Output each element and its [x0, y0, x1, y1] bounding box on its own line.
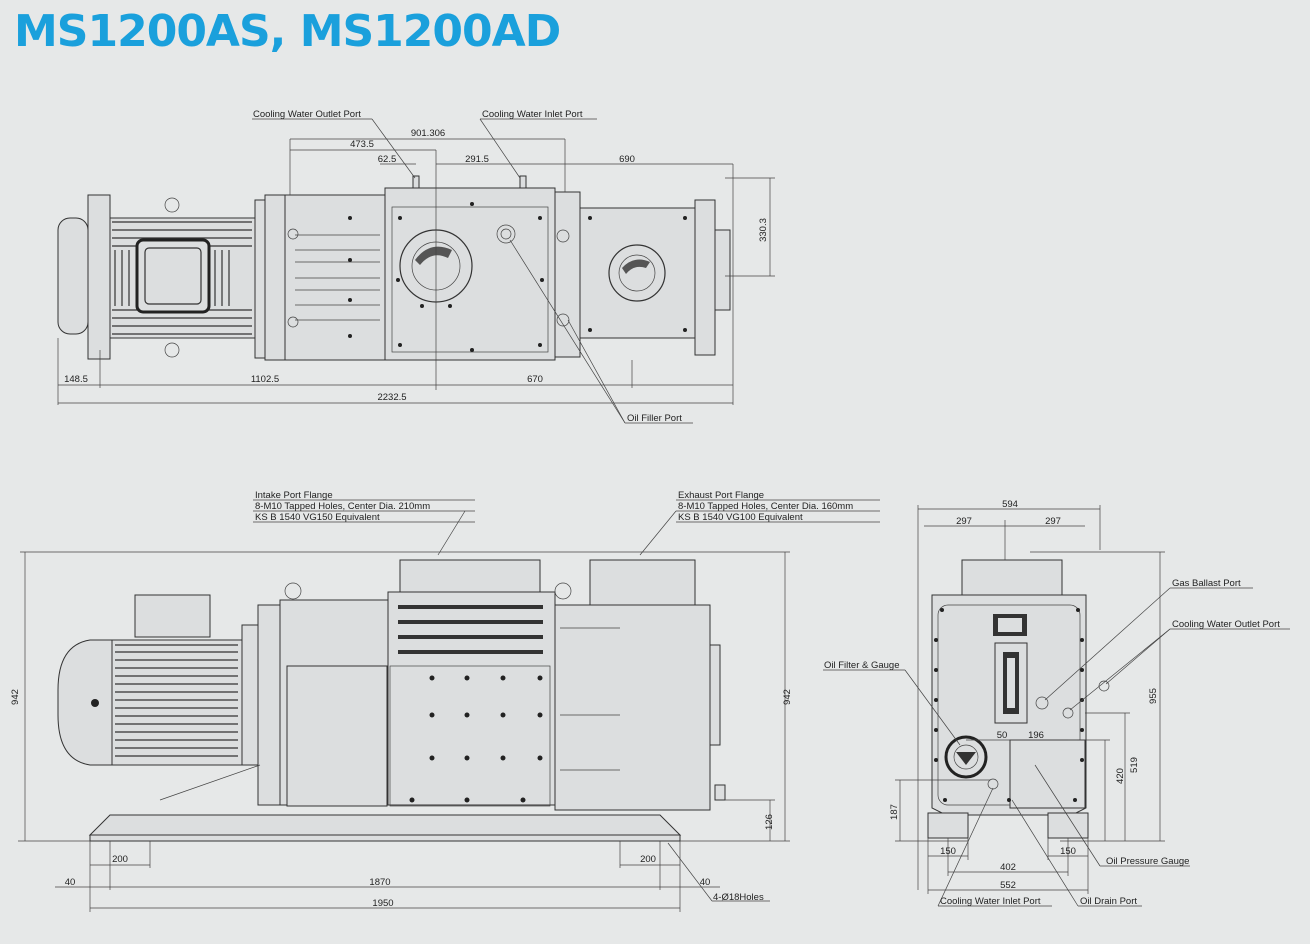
coupling-guard: [286, 665, 388, 807]
dim-519: 519: [1129, 757, 1140, 773]
front-pump-block: [387, 591, 556, 806]
dim-1870: 1870: [369, 877, 390, 888]
dim-420: 420: [1115, 768, 1126, 784]
dim-40-left: 40: [65, 877, 76, 888]
dim-552: 552: [1000, 880, 1016, 891]
dim-62: 62.5: [378, 154, 397, 165]
intake-label-1: Intake Port Flange: [255, 490, 333, 501]
dim-150-a: 150: [940, 846, 956, 857]
dim-200-left: 200: [112, 854, 128, 865]
front-lifting-eye: [284, 582, 302, 600]
dim-901: 901.306: [411, 128, 445, 139]
dim-291: 291.5: [465, 154, 489, 165]
dim-40-right: 40: [700, 877, 711, 888]
cooling-water-outlet-callout: Cooling Water Outlet Port: [253, 109, 361, 120]
dim-690: 690: [619, 154, 635, 165]
dim-670: 670: [527, 374, 543, 385]
front-second-stage: [554, 604, 711, 811]
outlet-port: [412, 175, 420, 189]
intake-label-2: 8-M10 Tapped Holes, Center Dia. 210mm: [255, 501, 430, 512]
dim-1950: 1950: [372, 898, 393, 909]
side-view: 594 297 297 955 519 420 50 196 187 150 1…: [823, 499, 1290, 907]
right-foot: [1047, 812, 1089, 839]
oil-drain-callout: Oil Drain Port: [1080, 896, 1137, 907]
intake-label-3: KS B 1540 VG150 Equivalent: [255, 512, 380, 523]
front-motor-body: [111, 639, 243, 766]
lifting-eye: [164, 197, 180, 213]
coupling-housing: [284, 194, 386, 361]
side-cooling-outlet-callout: Cooling Water Outlet Port: [1172, 619, 1280, 630]
holes-callout: 4-Ø18Holes: [713, 892, 764, 903]
exhaust-label-3: KS B 1540 VG100 Equivalent: [678, 512, 803, 523]
side-cooling-inlet-callout: Cooling Water Inlet Port: [940, 896, 1041, 907]
front-view: 942 942 126 200 200 40 40 1870 1950 4-Ø1…: [10, 490, 880, 912]
front-bolt-grid: [409, 675, 543, 803]
oil-filler-callout: Oil Filler Port: [627, 413, 682, 424]
pump-bolts: [396, 202, 544, 352]
motor-fan-cover: [57, 217, 89, 335]
dim-942-right: 942: [782, 689, 793, 705]
terminal-box: [135, 238, 211, 314]
front-dimensions: [18, 551, 790, 912]
oil-filler-cap: [496, 224, 516, 244]
side-callout-lines: [823, 587, 1290, 907]
base-frame: [88, 814, 682, 836]
dim-150-b: 150: [1060, 846, 1076, 857]
gas-ballast-callout: Gas Ballast Port: [1172, 578, 1241, 589]
lifting-eye: [164, 342, 180, 358]
dim-297-b: 297: [1045, 516, 1061, 527]
cooling-water-inlet-callout: Cooling Water Inlet Port: [482, 109, 583, 120]
inlet-port: [519, 175, 527, 189]
dim-148: 148.5: [64, 374, 88, 385]
front-motor-fins: [115, 644, 238, 757]
front-motor-fan-cover: [57, 639, 113, 766]
dim-200-right: 200: [640, 854, 656, 865]
stage2-bolts: [588, 216, 687, 332]
dim-473: 473.5: [350, 139, 374, 150]
dim-594: 594: [1002, 499, 1018, 510]
dim-1102: 1102.5: [251, 374, 279, 385]
dim-187: 187: [889, 804, 900, 820]
dim-2232: 2232.5: [377, 392, 406, 403]
oil-filter-callout: Oil Filter & Gauge: [824, 660, 900, 671]
gas-ballast-port: [1035, 696, 1049, 710]
dim-942-left: 942: [10, 689, 21, 705]
side-dimensions: [895, 505, 1165, 894]
dim-126: 126: [764, 814, 775, 830]
dim-196: 196: [1028, 730, 1044, 741]
page-title: MS1200AS, MS1200AD: [14, 6, 561, 57]
dim-297-a: 297: [956, 516, 972, 527]
oil-pressure-callout: Oil Pressure Gauge: [1106, 856, 1189, 867]
dim-402: 402: [1000, 862, 1016, 873]
front-terminal-box: [134, 594, 211, 638]
exhaust-label-2: 8-M10 Tapped Holes, Center Dia. 160mm: [678, 501, 853, 512]
top-callout-lines: [252, 118, 693, 424]
dim-330: 330.3: [758, 218, 769, 242]
side-bolts: [934, 608, 1084, 802]
cooling-slots: [398, 605, 543, 654]
dim-955: 955: [1148, 688, 1159, 704]
motor-fins: [112, 221, 252, 335]
dim-50: 50: [997, 730, 1008, 741]
top-dimensions: [57, 138, 775, 405]
front-callout-lines: [253, 499, 880, 556]
top-view: 901.306 473.5 62.5 291.5 690 330.3 148.5…: [57, 109, 775, 424]
left-foot: [927, 812, 969, 839]
exhaust-label-1: Exhaust Port Flange: [678, 490, 764, 501]
exhaust-flange: [608, 244, 666, 302]
motor-end-plate: [87, 194, 111, 360]
coupling-lines: [287, 216, 380, 338]
